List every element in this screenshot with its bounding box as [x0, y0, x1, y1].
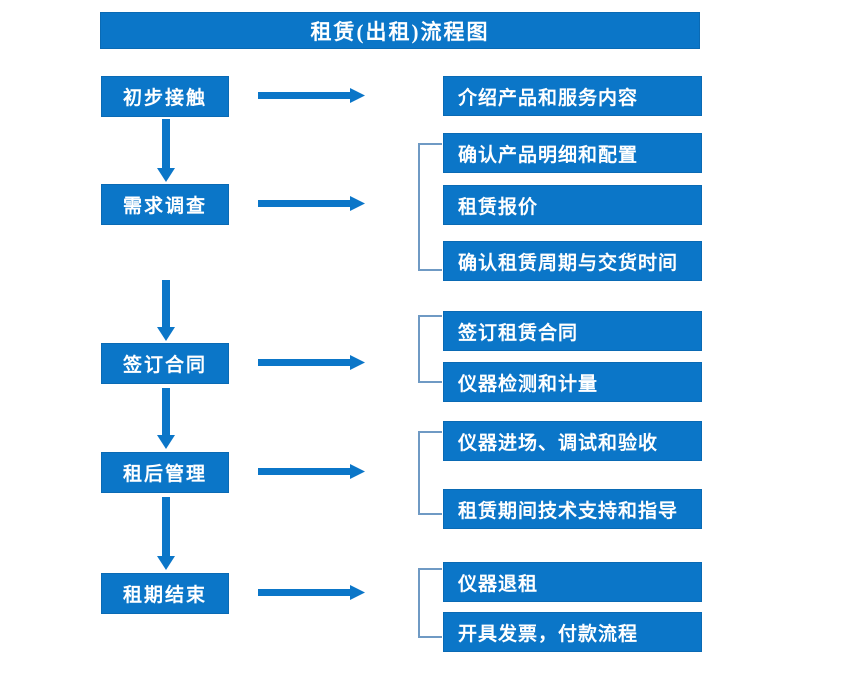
detail-box-confirm-lease-period[interactable]: 确认租赁周期与交货时间 [443, 241, 702, 281]
detail-label-sign-lease-contract: 签订租赁合同 [458, 322, 579, 344]
detail-label-instrument-inspection: 仪器检测和计量 [458, 373, 599, 395]
right-arrow-icon-4 [258, 462, 366, 482]
stage-box-requirement-survey[interactable]: 需求调查 [101, 184, 229, 225]
group-bracket-requirement-survey [418, 143, 442, 271]
stage-box-lease-end[interactable]: 租期结束 [101, 573, 229, 614]
detail-label-instrument-return: 仪器退租 [458, 573, 539, 595]
detail-label-invoice-payment: 开具发票，付款流程 [458, 623, 639, 645]
stage-label-initial-contact: 初步接触 [122, 88, 207, 109]
stage-label-post-lease-management: 租后管理 [122, 464, 207, 485]
detail-box-lease-quotation[interactable]: 租赁报价 [443, 185, 702, 225]
down-arrow-icon-2 [155, 280, 177, 342]
chart-title-text: 租赁(出租)流程图 [310, 19, 490, 44]
right-arrow-icon-2 [258, 194, 366, 214]
down-arrow-icon-1 [155, 119, 177, 183]
stage-box-post-lease-management[interactable]: 租后管理 [101, 452, 229, 493]
detail-label-lease-quotation: 租赁报价 [458, 196, 539, 218]
group-bracket-sign-contract [418, 315, 442, 383]
right-arrow-icon-5 [258, 583, 366, 603]
detail-label-technical-support: 租赁期间技术支持和指导 [458, 500, 679, 522]
stage-box-sign-contract[interactable]: 签订合同 [101, 343, 229, 384]
detail-label-confirm-lease-period: 确认租赁周期与交货时间 [458, 252, 679, 274]
detail-box-confirm-product-details[interactable]: 确认产品明细和配置 [443, 133, 702, 173]
group-bracket-lease-end [418, 568, 442, 638]
detail-label-introduce-products: 介绍产品和服务内容 [458, 87, 639, 109]
stage-label-requirement-survey: 需求调查 [122, 196, 207, 217]
right-arrow-icon-1 [258, 86, 366, 106]
detail-box-invoice-payment[interactable]: 开具发票，付款流程 [443, 612, 702, 652]
detail-box-sign-lease-contract[interactable]: 签订租赁合同 [443, 311, 702, 351]
right-arrow-icon-3 [258, 353, 366, 373]
stage-label-sign-contract: 签订合同 [122, 355, 207, 376]
stage-label-lease-end: 租期结束 [122, 585, 207, 606]
chart-title-box: 租赁(出租)流程图 [100, 12, 700, 49]
stage-box-initial-contact[interactable]: 初步接触 [101, 76, 229, 117]
group-bracket-post-lease-management [418, 431, 442, 515]
detail-box-technical-support[interactable]: 租赁期间技术支持和指导 [443, 489, 702, 529]
detail-label-confirm-product-details: 确认产品明细和配置 [458, 144, 639, 166]
down-arrow-icon-3 [155, 388, 177, 450]
detail-label-instrument-onsite-commissioning: 仪器进场、调试和验收 [458, 432, 659, 454]
detail-box-introduce-products[interactable]: 介绍产品和服务内容 [443, 76, 702, 116]
down-arrow-icon-4 [155, 497, 177, 571]
detail-box-instrument-return[interactable]: 仪器退租 [443, 562, 702, 602]
detail-box-instrument-onsite-commissioning[interactable]: 仪器进场、调试和验收 [443, 421, 702, 461]
detail-box-instrument-inspection[interactable]: 仪器检测和计量 [443, 362, 702, 402]
